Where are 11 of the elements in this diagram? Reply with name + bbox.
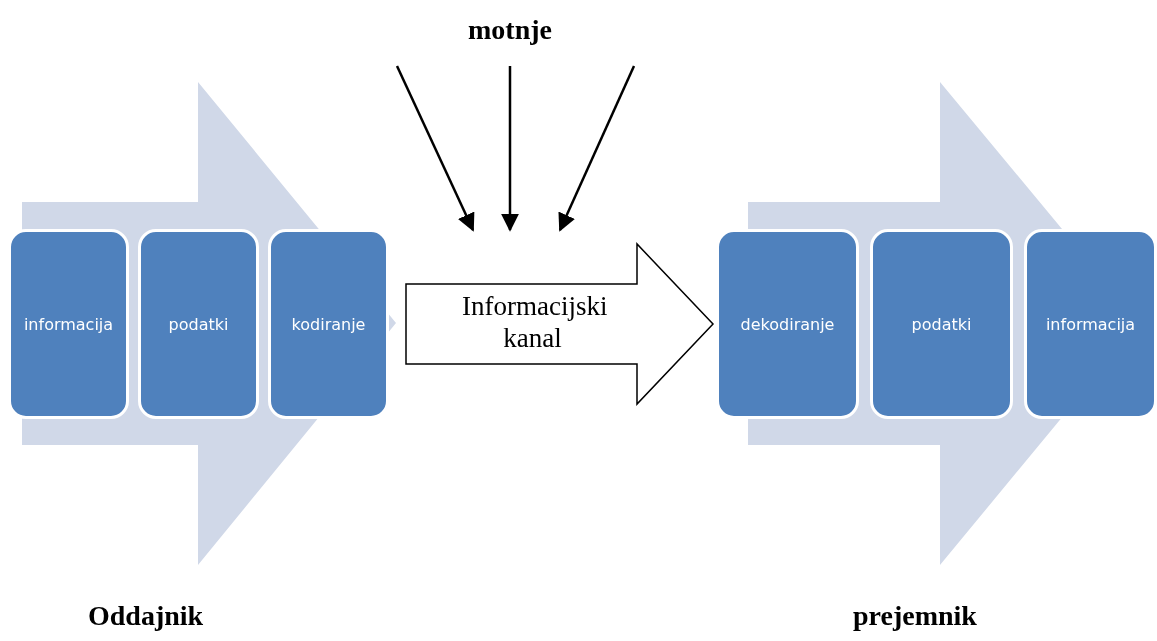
process-box: podatki [138, 229, 259, 419]
process-box: informacija [1024, 229, 1157, 419]
process-box: podatki [870, 229, 1013, 419]
process-box: kodiranje [268, 229, 389, 419]
process-box: informacija [8, 229, 129, 419]
process-box: dekodiranje [716, 229, 859, 419]
channel-arrow [405, 242, 715, 406]
role-label: prejemnik [853, 600, 977, 632]
role-label: Oddajnik [88, 600, 204, 632]
disturbance-label: motnje [440, 8, 580, 52]
edge-label: Informacijski kanal [461, 290, 609, 355]
